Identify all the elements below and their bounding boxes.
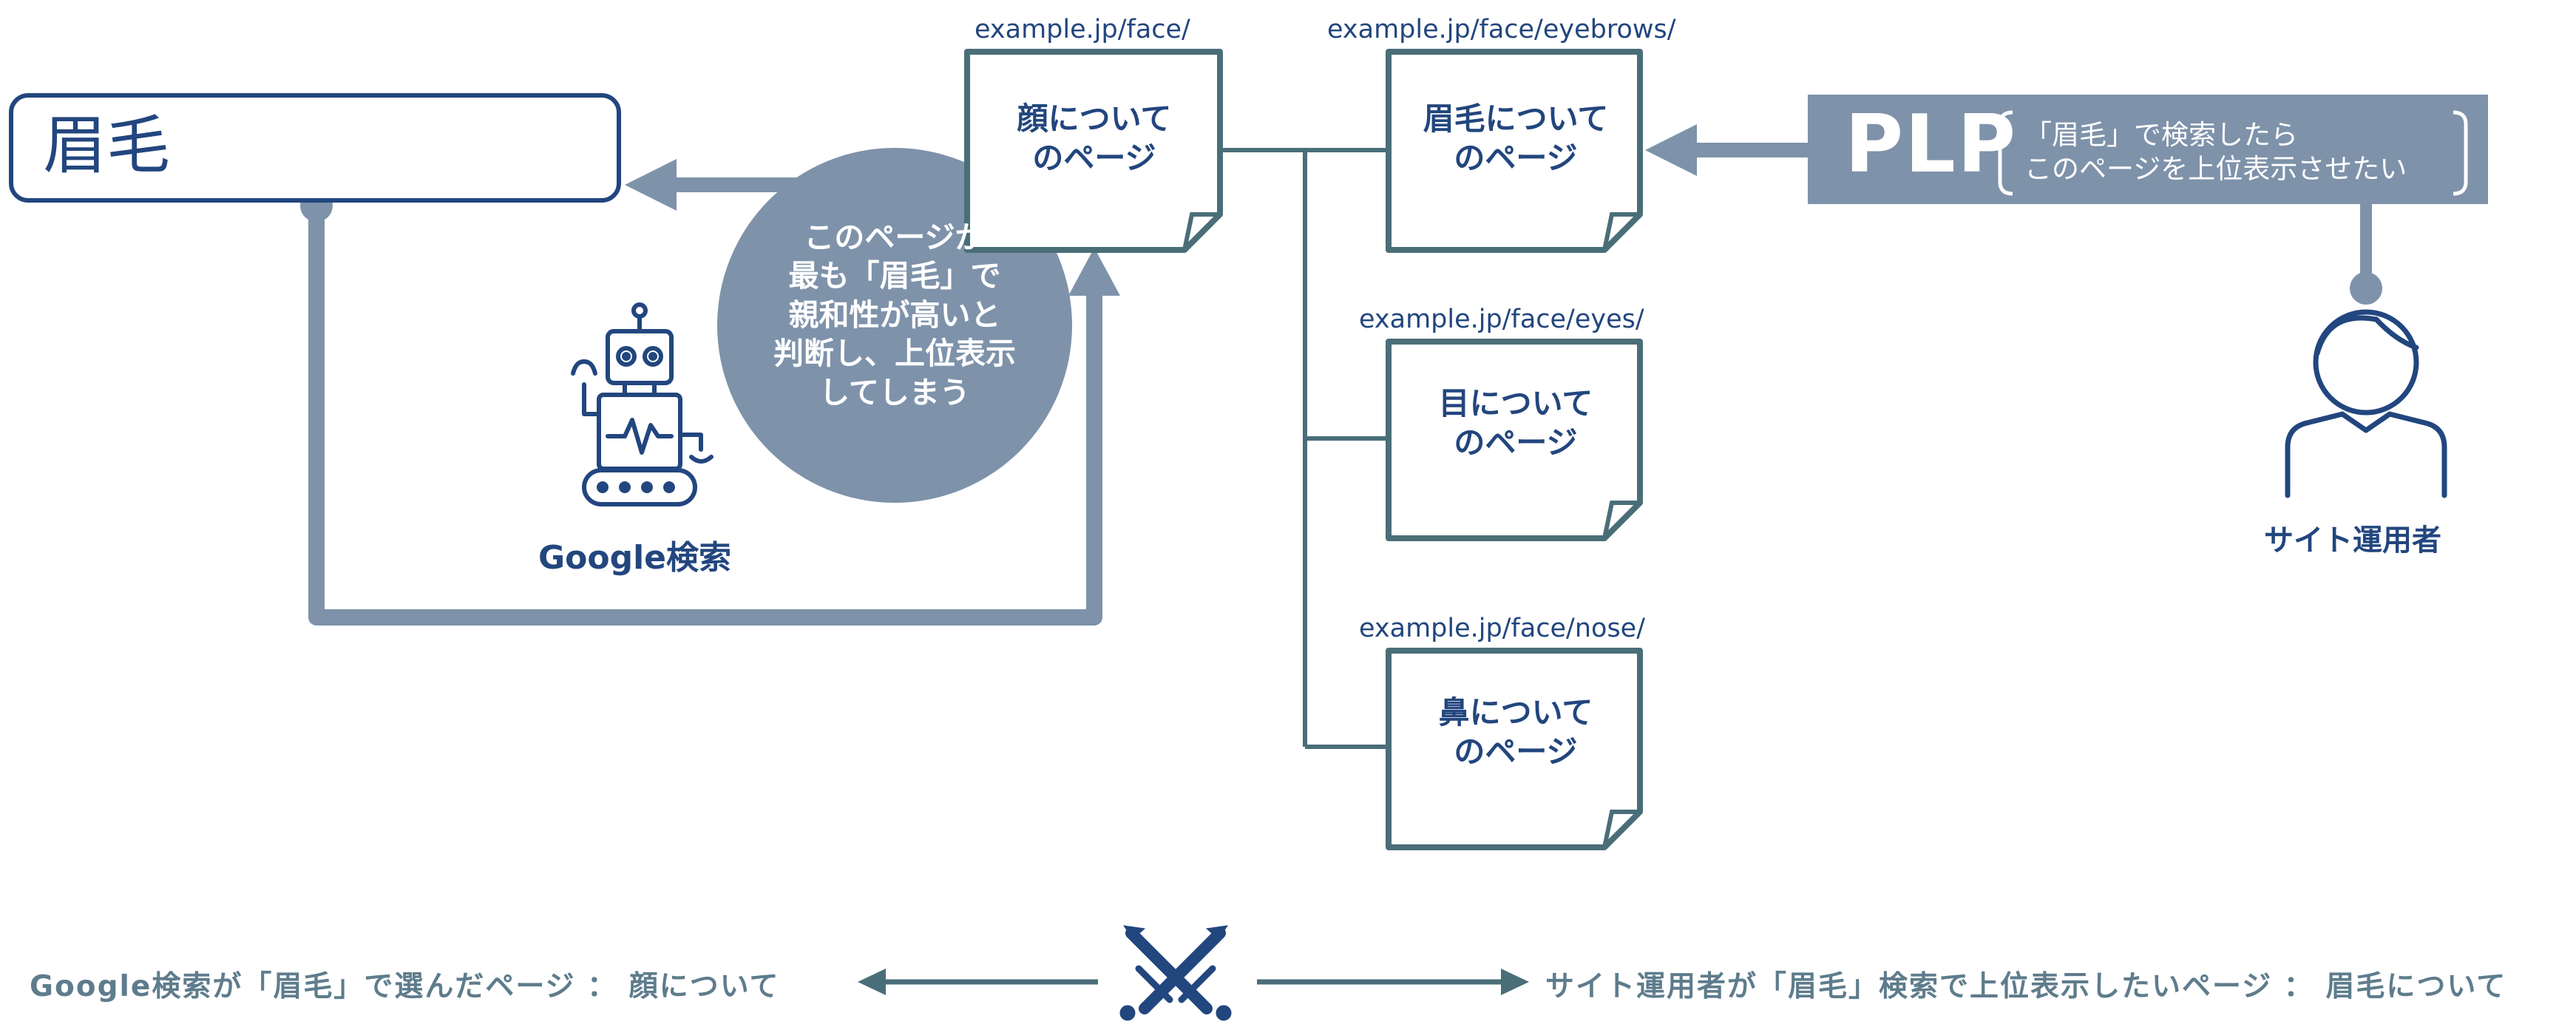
page-doc-nose	[1386, 648, 1643, 850]
page-label-eyebrows: 眉毛について のページ	[1392, 100, 1640, 177]
crossed-swords-icon	[1119, 925, 1232, 1021]
person-icon	[2285, 309, 2447, 498]
bottom-left-text: Google検索が「眉毛」で選んだページ ： 顔について	[30, 970, 780, 1003]
url-eyebrows: example.jp/face/eyebrows/	[1327, 15, 1676, 44]
page-label-face-line1: 顔について	[1017, 101, 1172, 137]
page-label-nose: 鼻について のページ	[1392, 694, 1640, 771]
operator-caption: サイト運用者	[2264, 523, 2441, 557]
result-arrowhead-left	[625, 159, 677, 211]
plp-arrowhead-left	[1645, 124, 1697, 176]
page-label-face: 顔について のページ	[970, 100, 1218, 177]
plp-label: PLP	[1845, 98, 2018, 191]
page-label-eyebrows-line1: 眉毛について	[1423, 101, 1609, 137]
plp-banner	[1808, 95, 2488, 204]
tree-connectors	[1220, 148, 1386, 749]
url-face: example.jp/face/	[975, 15, 1190, 44]
page-doc-face	[964, 49, 1223, 253]
search-box[interactable]: 眉毛	[9, 93, 621, 203]
page-doc-eyebrows	[1386, 49, 1643, 253]
bubble-line-3: 親和性が高いと	[788, 296, 1001, 333]
bubble-line-4: 判断し、上位表示	[773, 336, 1016, 372]
operator-connector-dot	[2350, 272, 2382, 305]
page-label-eyes-line2: のページ	[1454, 424, 1578, 461]
robot-icon	[571, 302, 714, 506]
search-query: 眉毛	[43, 109, 170, 183]
page-label-eyes: 目について のページ	[1392, 384, 1640, 462]
page-label-eyebrows-line2: のページ	[1454, 139, 1578, 176]
plp-desc: 「眉毛」で検索したら このページを上位表示させたい	[2024, 118, 2407, 187]
bubble-line-5: してしまう	[819, 374, 970, 410]
url-eyes: example.jp/face/eyes/	[1359, 305, 1644, 334]
plp-desc-line2: このページを上位表示させたい	[2024, 153, 2407, 186]
page-label-nose-line2: のページ	[1454, 733, 1578, 770]
url-nose: example.jp/face/nose/	[1359, 614, 1645, 643]
plp-desc-line1: 「眉毛」で検索したら	[2024, 119, 2298, 151]
page-label-nose-line1: 鼻について	[1438, 694, 1593, 731]
bubble-line-2: 最も「眉毛」で	[788, 258, 1001, 294]
page-label-eyes-line1: 目について	[1438, 385, 1593, 421]
google-loop-line	[308, 206, 1102, 626]
plp-brackets	[1998, 110, 2468, 196]
bubble-text: このページが 最も「眉毛」で 親和性が高いと 判断し、上位表示 してしまう	[714, 218, 1076, 412]
page-label-face-line2: のページ	[1032, 139, 1156, 176]
robot-caption: Google検索	[538, 539, 731, 577]
bottom-arrowhead-right	[1501, 969, 1529, 995]
loop-arrowhead-up	[1068, 248, 1120, 296]
bottom-arrowhead-left	[858, 969, 886, 995]
bottom-right-text: サイト運用者が「眉毛」検索で上位表示したいページ ： 眉毛について	[1545, 970, 2507, 1003]
bubble-line-1: このページが	[804, 220, 986, 255]
page-doc-eyes	[1386, 339, 1643, 541]
